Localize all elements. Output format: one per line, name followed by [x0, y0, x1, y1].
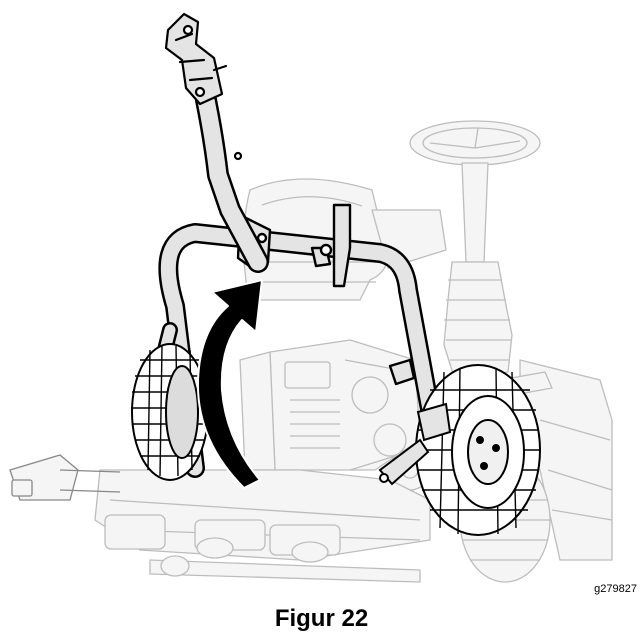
rotation-arrow	[196, 279, 263, 489]
figure-caption: Figur 22	[274, 605, 369, 632]
figure-reference-id: g279827	[594, 583, 637, 595]
mower-handle-installation-illustration	[9, 12, 613, 583]
right-axle-bracket	[378, 402, 452, 486]
left-wheel	[131, 343, 209, 481]
engine	[239, 339, 421, 471]
right-wheel	[415, 364, 541, 536]
steering-boot	[443, 261, 513, 381]
steering-handle	[164, 12, 269, 273]
cutting-unit	[94, 469, 431, 583]
steering-column	[461, 162, 489, 263]
front-hitch	[9, 454, 121, 501]
